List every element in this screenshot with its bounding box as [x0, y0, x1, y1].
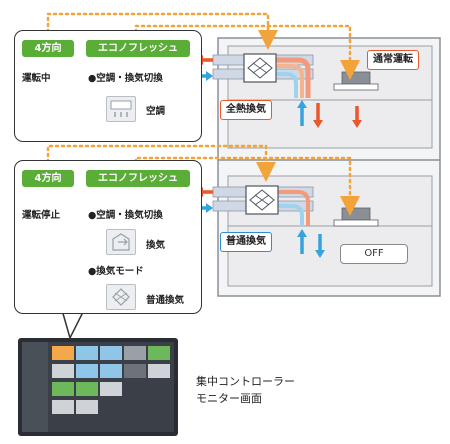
monitor-tile	[148, 364, 170, 378]
monitor-tile	[100, 346, 122, 360]
mode-aircon-label: 空調	[146, 106, 166, 117]
monitor-tile	[52, 382, 74, 396]
monitor-tile	[148, 346, 170, 360]
exchanger-mode-top: 全熱換気	[220, 100, 272, 120]
caption-line-2: モニター画面	[196, 392, 262, 405]
monitor-tile	[76, 346, 98, 360]
exchanger-mode-bottom: 普通換気	[220, 232, 272, 252]
direction-badge-bottom: 4方向	[22, 170, 74, 187]
airflow-arrows-bottom	[194, 187, 325, 258]
heat-exchanger-top	[243, 53, 277, 83]
direction-badge-top: 4方向	[22, 40, 74, 57]
unit-status-bottom: OFF	[340, 244, 408, 264]
callout-pointer	[61, 309, 85, 341]
monitor-screen	[22, 342, 174, 432]
monitor-tile	[124, 346, 146, 360]
monitor-tile	[52, 400, 74, 414]
eco-badge-bottom: エコノフレッシュ	[86, 170, 190, 187]
monitor-tile	[100, 382, 122, 396]
monitor-tile	[76, 364, 98, 378]
heat-exchanger-bottom	[245, 185, 279, 215]
vent-mode-value: 普通換気	[146, 295, 185, 306]
eco-badge-top: エコノフレッシュ	[86, 40, 190, 57]
unit-status-top: 通常運転	[367, 50, 419, 70]
monitor-tile	[100, 364, 122, 378]
monitor-tile	[76, 382, 98, 396]
monitor-tile	[52, 364, 74, 378]
switch-label-bottom: ●空調・換気切換	[88, 210, 163, 221]
monitor-sidebar	[22, 342, 48, 432]
monitor-tile	[76, 400, 98, 414]
switch-label-top: ●空調・換気切換	[88, 73, 163, 84]
status-running: 運転中	[22, 73, 51, 84]
status-stopped: 運転停止	[22, 210, 61, 221]
monitor-tile	[52, 346, 74, 360]
caption-line-1: 集中コントローラー	[196, 375, 295, 388]
vent-mode-label: ●換気モード	[88, 266, 144, 277]
normal-ventilation-icon	[106, 284, 136, 310]
central-controller-monitor	[18, 338, 178, 436]
ventilation-icon	[106, 229, 136, 255]
mode-vent-label: 換気	[146, 240, 166, 251]
monitor-tile	[124, 364, 146, 378]
aircon-icon	[106, 96, 136, 122]
